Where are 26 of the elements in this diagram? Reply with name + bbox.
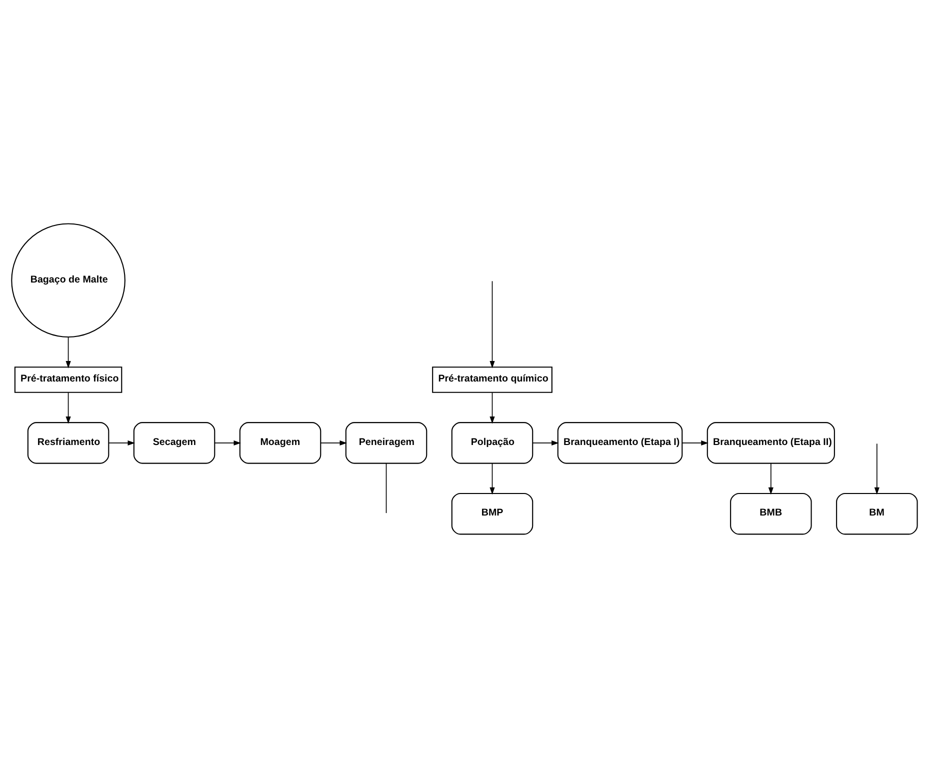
node-box: Branqueamento (Etapa I) — [557, 422, 683, 464]
node-circle: Bagaço de Malte — [11, 222, 126, 338]
arrow — [768, 462, 774, 494]
arrow — [66, 392, 71, 424]
arrow — [214, 440, 242, 445]
connector — [386, 462, 387, 513]
node-box: Pré-tratamento químico — [432, 366, 552, 392]
node-box: Peneiragem — [345, 422, 428, 464]
node-box: Resfriamento — [27, 422, 110, 464]
node-box: BMP — [451, 492, 534, 534]
arrow — [66, 336, 71, 368]
node-box: BMB — [730, 492, 812, 534]
node-box: Secagem — [133, 422, 216, 464]
node-box: Polpação — [451, 422, 534, 464]
arrow — [108, 440, 136, 445]
arrow — [874, 442, 880, 494]
node-box: Branqueamento (Etapa II) — [706, 422, 835, 464]
node-box: Moagem — [239, 422, 322, 464]
arrow — [320, 440, 348, 445]
arrow — [682, 440, 708, 445]
node-box: BM — [836, 492, 918, 534]
arrow — [490, 462, 495, 494]
arrow — [490, 392, 495, 424]
node-box: Pré-tratamento físico — [14, 366, 122, 392]
arrow — [490, 280, 495, 368]
arrow — [532, 440, 559, 445]
